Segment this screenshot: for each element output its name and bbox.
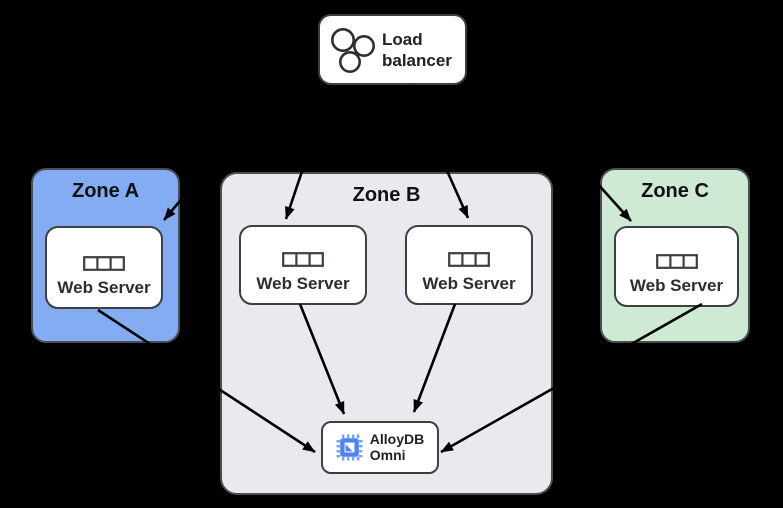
web-server-node-zone-b-right: Web Server <box>405 225 533 305</box>
server-rack-icon <box>83 256 125 271</box>
web-server-label: Web Server <box>422 274 516 293</box>
server-rack-icon <box>282 252 324 267</box>
alloydb-omni-label: AlloyDB Omni <box>369 431 425 463</box>
zone-b: Zone B Web Server Web Server <box>220 172 553 495</box>
zone-c-label: Zone C <box>641 180 709 202</box>
server-rack-icon <box>655 254 698 269</box>
web-server-node-zone-a: Web Server <box>45 226 163 309</box>
web-server-label: Web Server <box>256 274 350 293</box>
web-server-node-zone-b-left: Web Server <box>239 225 367 305</box>
zone-a-label: Zone A <box>71 180 140 202</box>
web-server-node-zone-c: Web Server <box>614 226 739 307</box>
alloydb-omni-node: AlloyDB Omni <box>321 421 439 474</box>
load-balancer-icon <box>331 27 375 73</box>
web-server-label: Web Server <box>57 278 151 297</box>
zone-b-label: Zone B <box>352 184 421 206</box>
load-balancer-label: Load balancer <box>382 29 452 70</box>
load-balancer-node: Load balancer <box>318 14 467 85</box>
alloydb-chip-icon <box>336 434 363 461</box>
web-server-label: Web Server <box>629 276 724 295</box>
zone-c: Zone C Web Server <box>600 168 750 343</box>
server-rack-icon <box>448 252 490 267</box>
zone-a: Zone A Web Server <box>31 168 180 343</box>
